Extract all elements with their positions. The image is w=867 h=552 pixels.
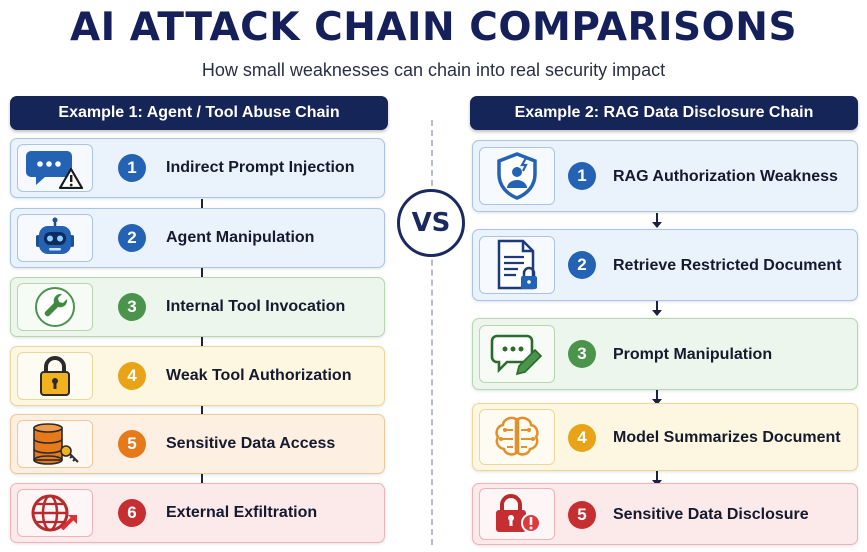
step-label: Retrieve Restricted Document xyxy=(613,257,842,274)
shield-user-icon xyxy=(479,147,555,205)
left-step-5: 5 Sensitive Data Access xyxy=(10,414,385,474)
column-divider xyxy=(431,120,433,545)
document-lock-icon xyxy=(479,236,555,294)
step-number-badge: 1 xyxy=(568,162,596,190)
step-number-badge: 2 xyxy=(568,251,596,279)
page-title: AI ATTACK CHAIN COMPARISONS xyxy=(69,5,798,50)
page-subtitle: How small weaknesses can chain into real… xyxy=(201,60,666,80)
step-label: Indirect Prompt Injection xyxy=(166,159,355,176)
left-step-4: 4 Weak Tool Authorization xyxy=(10,346,385,406)
arrow-down-icon xyxy=(652,301,662,316)
step-number-badge: 5 xyxy=(118,430,146,458)
step-label: Agent Manipulation xyxy=(166,229,315,246)
right-column-header: Example 2: RAG Data Disclosure Chain xyxy=(470,96,858,130)
left-step-3: 3 Internal Tool Invocation xyxy=(10,277,385,337)
right-step-3: 3 Prompt Manipulation xyxy=(472,318,858,390)
padlock-alert-icon xyxy=(479,488,555,540)
left-step-6: 6 External Exfiltration xyxy=(10,483,385,543)
robot-icon xyxy=(17,214,93,262)
step-number-badge: 6 xyxy=(118,499,146,527)
step-label: RAG Authorization Weakness xyxy=(613,168,838,185)
padlock-icon xyxy=(17,352,93,400)
globe-arrow-icon xyxy=(17,489,93,537)
vs-badge: VS xyxy=(397,189,465,257)
right-step-5: 5 Sensitive Data Disclosure xyxy=(472,483,858,545)
step-label: Sensitive Data Access xyxy=(166,435,336,452)
arrow-down-icon xyxy=(652,390,662,405)
database-key-icon xyxy=(17,420,93,468)
step-label: Sensitive Data Disclosure xyxy=(613,506,809,523)
wrench-icon xyxy=(17,283,93,331)
left-step-2: 2 Agent Manipulation xyxy=(10,208,385,268)
step-label: Internal Tool Invocation xyxy=(166,298,346,315)
step-number-badge: 1 xyxy=(118,154,146,182)
step-label: External Exfiltration xyxy=(166,504,318,521)
arrow-down-icon xyxy=(652,213,662,228)
step-number-badge: 4 xyxy=(568,424,596,452)
right-step-2: 2 Retrieve Restricted Document xyxy=(472,229,858,301)
step-number-badge: 2 xyxy=(118,224,146,252)
step-label: Prompt Manipulation xyxy=(613,346,773,363)
left-step-1: 1 Indirect Prompt Injection xyxy=(10,138,385,198)
step-number-badge: 5 xyxy=(568,501,596,529)
step-label: Model Summarizes Document xyxy=(613,429,841,446)
chat-pencil-icon xyxy=(479,325,555,383)
step-label: Weak Tool Authorization xyxy=(166,367,352,384)
right-step-4: 4 Model Summarizes Document xyxy=(472,403,858,471)
right-step-1: 1 RAG Authorization Weakness xyxy=(472,140,858,212)
step-number-badge: 3 xyxy=(118,293,146,321)
chat-warning-icon xyxy=(17,144,93,192)
left-column-header: Example 1: Agent / Tool Abuse Chain xyxy=(10,96,388,130)
step-number-badge: 4 xyxy=(118,362,146,390)
step-number-badge: 3 xyxy=(568,340,596,368)
brain-circuit-icon xyxy=(479,409,555,465)
